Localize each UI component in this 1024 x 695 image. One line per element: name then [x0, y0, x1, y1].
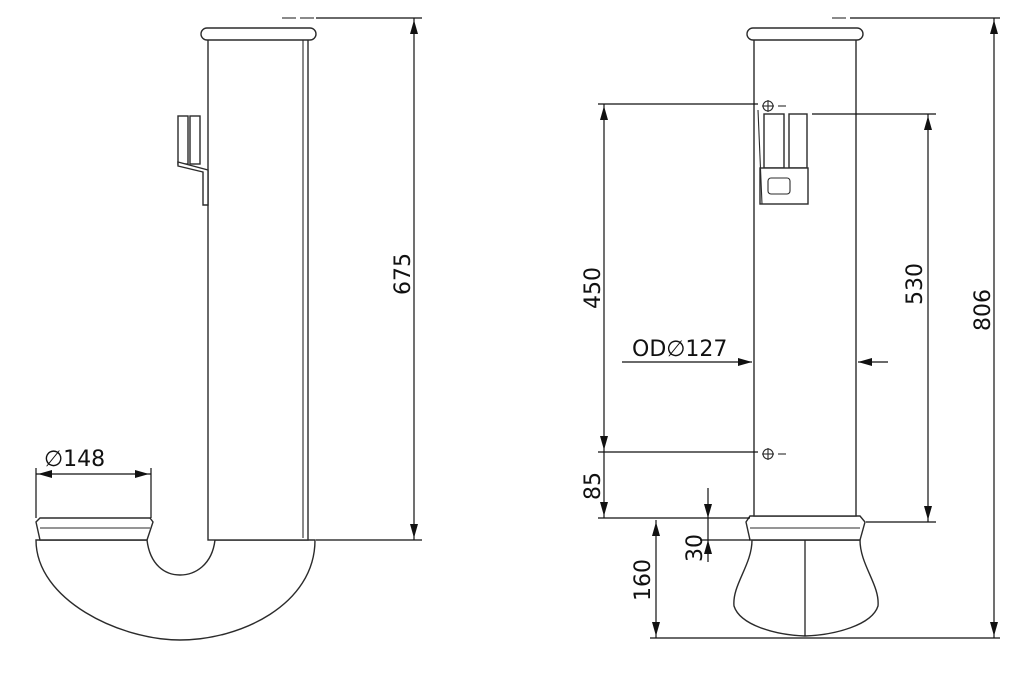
left-view-j-pipe — [35, 17, 317, 641]
top-rim — [200, 27, 317, 41]
mounting-bracket — [177, 115, 209, 206]
dim-label-od127: OD∅127 — [632, 337, 727, 362]
dimension-height-450: 450 — [581, 103, 758, 453]
pipe-bend — [35, 539, 316, 641]
dimension-height-675: 675 — [316, 17, 422, 541]
dimension-diameter-148: ∅148 — [35, 447, 152, 518]
dimension-height-806: 806 — [810, 17, 1000, 639]
flared-outlet — [733, 539, 879, 637]
dim-label-675: 675 — [391, 253, 416, 295]
circle-crosshair-icon — [762, 100, 786, 112]
dim-label-530: 530 — [903, 263, 928, 305]
dimension-outer-diameter-127: OD∅127 — [622, 337, 888, 366]
right-view-straight-pipe — [733, 17, 879, 637]
dim-label-85: 85 — [581, 472, 606, 500]
dim-label-160: 160 — [631, 559, 656, 601]
top-rim-right — [746, 27, 864, 41]
circle-crosshair-icon — [762, 448, 786, 460]
dim-label-30: 30 — [683, 534, 708, 562]
vertical-pipe — [207, 37, 309, 541]
mounting-bracket-right — [757, 109, 809, 205]
dimension-height-160: 160 — [631, 520, 810, 639]
dim-label-148: ∅148 — [44, 447, 105, 472]
inlet-flange — [35, 517, 154, 541]
dim-label-450: 450 — [581, 267, 606, 309]
dimension-height-30: 30 — [683, 488, 750, 562]
dimension-height-85: 85 — [581, 452, 750, 519]
dimension-height-530: 530 — [812, 113, 936, 523]
vertical-pipe-right — [753, 37, 857, 517]
dim-label-806: 806 — [971, 289, 996, 331]
